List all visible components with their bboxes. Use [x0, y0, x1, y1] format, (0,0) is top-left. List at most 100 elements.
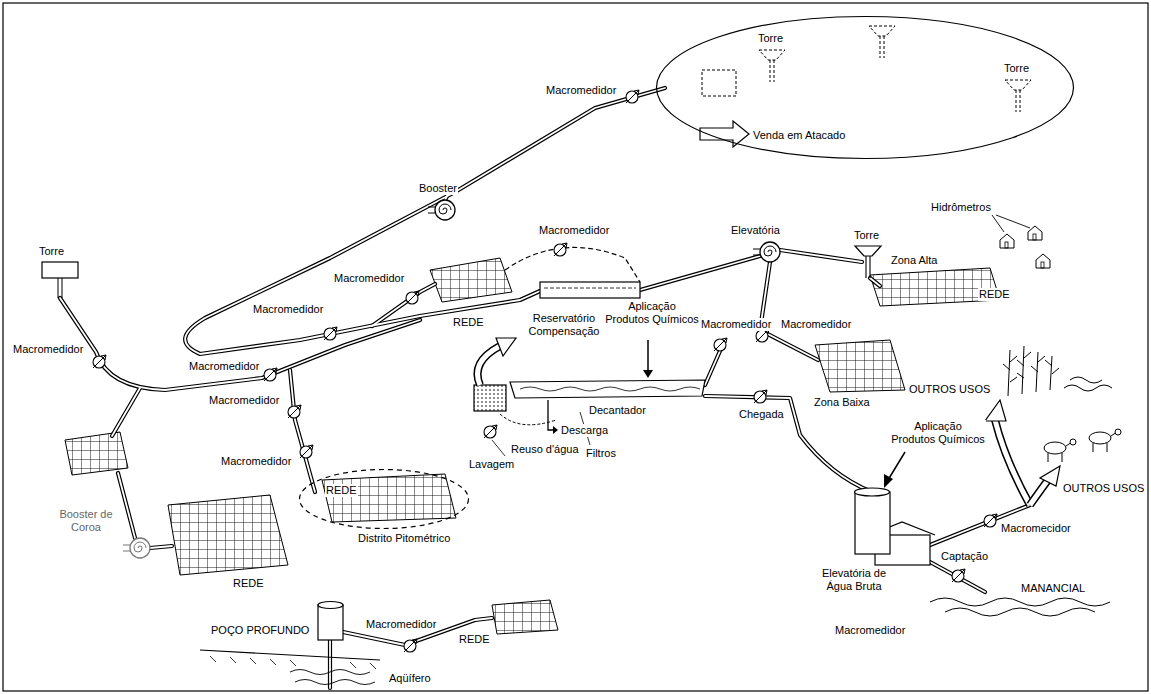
part-label: Macromedidor: [700, 318, 772, 331]
part-label: Reuso d'água: [510, 443, 580, 456]
cattle: [1115, 429, 1121, 435]
region-label: Torre: [1003, 62, 1030, 75]
compensation-reservoir: [544, 288, 636, 289]
flow-meter: [484, 425, 497, 438]
part-label: Macromedidor: [538, 224, 610, 237]
part-label: Hidrômetros: [930, 201, 992, 214]
crops: [1064, 377, 1112, 391]
distribution-grid: [65, 432, 128, 475]
aquifer: [290, 670, 370, 675]
part-label: Captação: [940, 550, 989, 563]
cattle: [1093, 432, 1117, 452]
frame: [3, 3, 1148, 691]
treatment-plant: [474, 338, 705, 456]
pipe: [60, 88, 1030, 688]
part-label: Torre: [38, 245, 65, 258]
aquifer: [295, 680, 375, 685]
flow-meter: [554, 243, 567, 256]
aquifer: [290, 670, 375, 685]
part-label: REDE: [232, 577, 265, 590]
part-label: Booster: [418, 182, 458, 195]
treatment-plant: [500, 414, 556, 425]
raw-water-station: [855, 492, 890, 554]
deep-well: [210, 656, 376, 669]
region-label: REDE: [325, 484, 358, 497]
part-label: Aplicação Produtos Químicos: [890, 420, 986, 446]
other-uses-arrow: [1030, 480, 1048, 505]
houses: [992, 215, 1030, 232]
part-label: REDE: [978, 288, 1011, 301]
water-tower: [869, 26, 895, 58]
part-label: Elevatória de Água Bruta: [810, 567, 898, 593]
part-label: Torre: [853, 229, 880, 242]
distribution-grid: [492, 600, 558, 634]
other-uses-arrow: [1040, 466, 1060, 486]
flow-meter: [264, 368, 277, 381]
crops: [1017, 346, 1031, 394]
region-outline: [298, 468, 470, 530]
water-tower: [759, 50, 785, 82]
distribution-grid: [168, 495, 288, 575]
pump-symbol: [123, 538, 150, 558]
part-label: OUTROS USOS: [908, 383, 991, 396]
flow-meter: [406, 291, 419, 304]
part-label: Aqüífero: [388, 672, 432, 685]
region-ellipse: REDEDistrito Pitométrico: [298, 468, 470, 530]
water-tower: [855, 246, 881, 278]
water-tower: [58, 278, 62, 298]
region-label: Torre: [757, 32, 784, 45]
crops: [1003, 346, 1112, 396]
pump-symbol: [428, 200, 455, 220]
treatment-plant: [496, 338, 516, 356]
flow-meter: [714, 338, 727, 351]
part-label: REDE: [452, 316, 485, 329]
cattle: [1089, 432, 1111, 444]
flow-meter: [288, 405, 301, 418]
flow-meter: [404, 639, 417, 652]
raw-water-station: [855, 452, 936, 565]
part-label: MANANCIAL: [1020, 582, 1086, 595]
river: [945, 608, 1095, 616]
part-label: Chegada: [738, 408, 785, 421]
other-uses-arrow: [995, 420, 1030, 505]
distribution-grid: [65, 258, 1000, 634]
part-label: Elevatória: [730, 224, 781, 237]
pump-symbol: [753, 242, 780, 262]
compensation-reservoir: [540, 282, 640, 298]
treatment-plant: [478, 346, 501, 385]
part-label: Macromedidor: [208, 394, 280, 407]
treatment-plant: [553, 426, 558, 434]
treatment-plant: [478, 346, 501, 385]
region-outline: [300, 470, 469, 529]
part-label: Aplicação Produtos Químicos: [604, 300, 700, 326]
crops: [1045, 356, 1059, 390]
other-uses-arrow: [995, 420, 1030, 505]
deep-well: [200, 602, 380, 670]
part-label: Macromedidor: [780, 318, 852, 331]
water-tower: [1005, 80, 1031, 112]
region-label: Distrito Pitométrico: [357, 532, 451, 545]
part-label: Macromedidor: [220, 455, 292, 468]
part-label: Reservatório Compensação: [524, 312, 604, 338]
dashed-pipe: [505, 247, 640, 282]
flow-meter: [300, 445, 313, 458]
dashed-pipe: [505, 247, 640, 282]
river: [930, 598, 1110, 616]
deep-well: [200, 650, 380, 660]
water-tower: [42, 26, 1031, 298]
part-label: Decantador: [588, 404, 647, 417]
part-label: Macromedidor: [333, 272, 405, 285]
treatment-plant: [643, 370, 653, 378]
raw-water-station: [888, 452, 905, 480]
part-label: Macromedidor: [834, 624, 906, 637]
compensation-reservoir: [540, 282, 640, 298]
distribution-grid: [430, 258, 512, 302]
houses: [992, 215, 1050, 268]
part-label: Zona Alta: [890, 254, 938, 267]
part-label: Macromedidor: [545, 84, 617, 97]
river: [930, 598, 1110, 606]
houses: [1000, 234, 1014, 248]
houses: [1028, 226, 1042, 240]
